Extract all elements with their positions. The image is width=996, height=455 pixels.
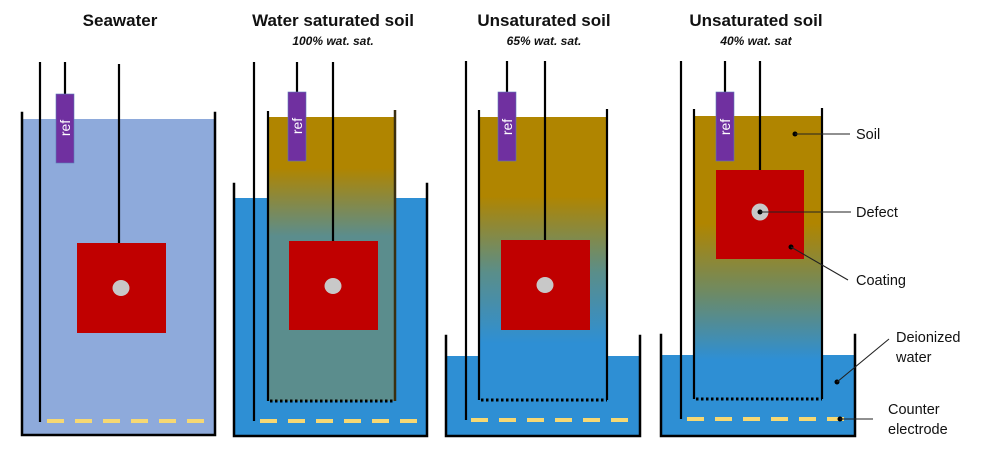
defect	[536, 277, 554, 293]
callout-deionized-water-line2: water	[895, 350, 932, 366]
reference-electrode: ref	[497, 91, 517, 162]
outer-container	[232, 182, 429, 438]
reference-electrode: ref	[287, 91, 307, 162]
callout-deionized-water-line1: Deionized	[896, 330, 961, 346]
callout-deionized-water: Deionized water	[834, 330, 961, 385]
ref-label: ref	[499, 119, 515, 135]
panel-title: Water saturated soil	[252, 11, 414, 30]
ref-label: ref	[289, 118, 305, 134]
panel-title: Unsaturated soil	[477, 11, 610, 30]
callout-soil-label: Soil	[856, 127, 880, 143]
panel-unsaturated-soil-65: Unsaturated soil 65% wat. sat. ref	[444, 11, 642, 438]
panel-seawater: Seawater ref	[20, 11, 217, 437]
callout-defect: Defect	[760, 205, 898, 221]
ref-label: ref	[57, 120, 73, 136]
outer-container	[444, 334, 642, 438]
panel-subtitle: 65% wat. sat.	[507, 34, 582, 48]
defect	[324, 278, 342, 294]
callout-counter-electrode: Counter electrode	[837, 402, 948, 438]
callout-counter-electrode-line2: electrode	[888, 422, 948, 438]
outer-container	[20, 111, 217, 437]
reference-electrode: ref	[715, 91, 735, 162]
panel-subtitle: 40% wat. sat	[719, 34, 792, 48]
defect	[112, 280, 130, 296]
panel-subtitle: 100% wat. sat.	[292, 34, 373, 48]
callout-defect-label: Defect	[856, 205, 898, 221]
outer-container	[659, 333, 857, 438]
reference-electrode: ref	[55, 93, 75, 164]
callout-counter-electrode-line1: Counter	[888, 402, 940, 418]
callout-soil: Soil	[792, 127, 880, 143]
callout-coating: Coating	[788, 244, 906, 289]
ref-label: ref	[717, 119, 733, 135]
callout-coating-label: Coating	[856, 273, 906, 289]
panel-unsaturated-soil-40: Unsaturated soil 40% wat. sat ref Soil D…	[659, 11, 961, 438]
panel-title: Seawater	[83, 11, 158, 30]
panel-title: Unsaturated soil	[689, 11, 822, 30]
panel-water-saturated-soil: Water saturated soil 100% wat. sat. ref	[232, 11, 429, 438]
